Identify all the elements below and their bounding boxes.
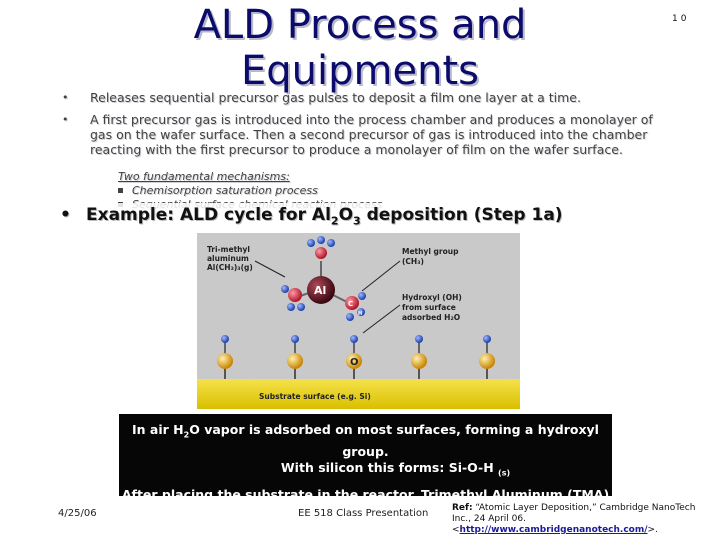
bullet-text: Releases sequential precursor gas pulses… — [90, 90, 581, 105]
caption-line: With silicon this forms: Si-O-H (s) — [280, 459, 511, 478]
bullet-list: • Releases sequential precursor gas puls… — [62, 90, 662, 164]
bullet-item: • Releases sequential precursor gas puls… — [62, 90, 662, 105]
example-heading: •Example: ALD cycle for Al2O3 deposition… — [60, 203, 700, 234]
slide-title: ALD Process and Equipments — [193, 2, 527, 94]
bullet-text: A first precursor gas is introduced into… — [90, 112, 653, 157]
tma-molecule — [281, 236, 366, 321]
mechanisms-heading: Two fundamental mechanisms: — [118, 170, 290, 183]
aluminum-atom-label: Al — [314, 284, 326, 297]
square-bullet-icon — [118, 188, 123, 193]
footer-date: 4/25/06 — [58, 508, 97, 519]
caption-line: After placing the substrate in the react… — [121, 487, 610, 502]
caption-line: is pulsed into the reaction chamber. — [238, 503, 493, 518]
bullet-item: • A first precursor gas is introduced in… — [62, 112, 662, 157]
hydroxyl-group — [346, 335, 362, 379]
caption-box: In air H2O vapor is adsorbed on most sur… — [119, 414, 612, 518]
carbon-atom-label: C — [348, 300, 353, 308]
hydroxyl-label: Hydroxyl (OH) from surface adsorbed H₂O — [402, 293, 464, 322]
pointer-arrows — [254, 260, 401, 334]
hydroxyl-group — [479, 335, 495, 379]
methyl-label: Methyl group (CH₃) — [402, 247, 461, 266]
reference-link[interactable]: http://www.cambridgenanotech.com/ — [459, 525, 648, 535]
surface-hydroxyl-groups — [217, 335, 495, 379]
bullet-marker: • — [60, 205, 71, 225]
hydrogen-atom-label: H — [358, 311, 362, 317]
hydroxyl-group — [411, 335, 427, 379]
hydroxyl-group — [217, 335, 233, 379]
hydroxyl-group — [287, 335, 303, 379]
oxygen-atom-label: O — [350, 357, 359, 368]
footer-class-name: EE 518 Class Presentation — [298, 508, 429, 519]
substrate-label: Substrate surface (e.g. Si) — [259, 392, 371, 401]
tma-label: Tri-methyl aluminum Al(CH₃)₃(g) — [207, 245, 253, 272]
slide-number: 10 — [672, 14, 690, 24]
mechanism-item: Chemisorption saturation process — [118, 184, 518, 198]
reference: Ref: “Atomic Layer Deposition,” Cambridg… — [452, 503, 696, 535]
caption-line: In air H2O vapor is adsorbed on most sur… — [132, 422, 599, 459]
ald-diagram: O Al C H Tri-methyl aluminum Al(CH₃)₃(g)… — [197, 233, 520, 409]
bullet-marker: • — [62, 113, 69, 126]
bullet-marker: • — [62, 91, 69, 104]
substrate-layer — [197, 379, 520, 409]
